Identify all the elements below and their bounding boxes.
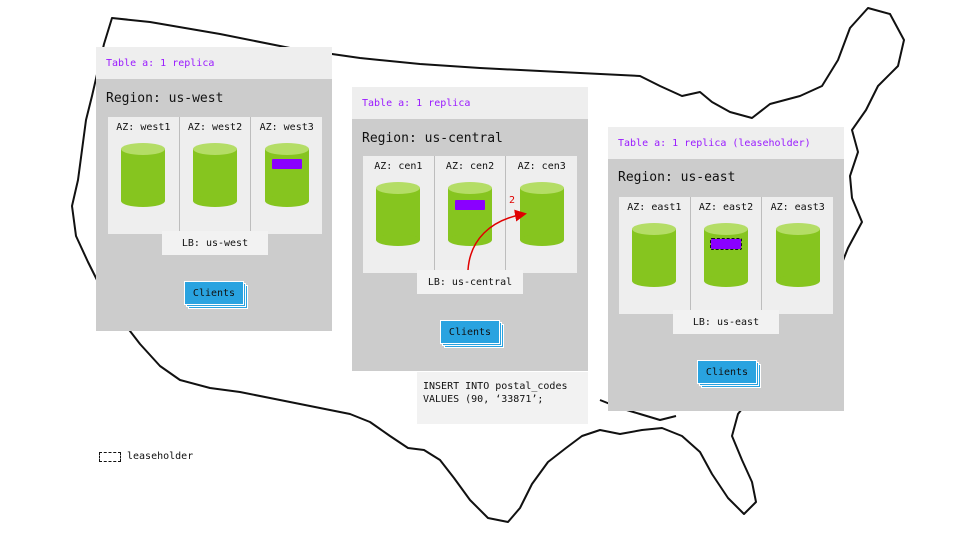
az-cen2: AZ: cen2 [435,156,507,273]
node-cylinder [193,143,237,207]
clients-label: Clients [184,281,244,305]
clients-label: Clients [440,320,500,344]
arrow-step-label: 2 [509,195,516,206]
node-cylinder [775,223,820,287]
az-label: AZ: west3 [259,122,314,133]
node-cylinder [376,182,421,246]
clients-label: Clients [697,360,757,384]
az-label: AZ: east2 [698,202,754,213]
clients-stack[interactable]: Clients [440,320,504,348]
legend: leaseholder [99,451,193,462]
region-us-west: Table a: 1 replica Region: us-west AZ: w… [96,47,332,331]
az-cen3: AZ: cen3 [506,156,577,273]
az-label: AZ: east3 [770,202,825,213]
node-cylinder [448,182,492,246]
legend-label: leaseholder [127,451,194,462]
az-label: AZ: cen1 [374,161,423,172]
load-balancer: LB: us-central [417,270,523,294]
az-west2: AZ: west2 [180,117,252,234]
node-cylinder [632,223,677,287]
node-cylinder [264,143,309,207]
az-east1: AZ: east1 [619,197,691,314]
sql-statement: INSERT INTO postal_codes VALUES (90, ‘33… [417,372,588,424]
region-title: Region: us-central [362,131,503,146]
az-west3: AZ: west3 [251,117,322,234]
az-label: AZ: cen2 [445,161,495,172]
az-label: AZ: east1 [627,202,682,213]
az-label: AZ: west1 [116,122,171,133]
region-us-east: Table a: 1 replica (leaseholder) Region:… [608,127,844,411]
az-row: AZ: cen1 AZ: cen2 AZ: cen3 [363,156,577,273]
az-east2: AZ: east2 [691,197,763,314]
leaseholder-legend-swatch [99,451,121,462]
az-west1: AZ: west1 [108,117,180,234]
az-row: AZ: east1 AZ: east2 AZ: east3 [619,197,833,314]
clients-stack[interactable]: Clients [184,281,248,309]
node-cylinder [519,182,564,246]
az-east3: AZ: east3 [762,197,833,314]
replica-marker [455,200,485,210]
load-balancer: LB: us-east [673,310,779,334]
table-replica-label: Table a: 1 replica [352,87,588,119]
table-replica-label: Table a: 1 replica [96,47,332,79]
leaseholder-replica-marker [710,238,742,250]
replica-marker [271,159,302,169]
node-cylinder [121,143,166,207]
clients-stack[interactable]: Clients [697,360,761,388]
region-us-central: Table a: 1 replica Region: us-central AZ… [352,87,588,371]
load-balancer: LB: us-west [162,231,268,255]
node-cylinder [704,223,748,287]
az-row: AZ: west1 AZ: west2 AZ: west3 [108,117,322,234]
region-title: Region: us-east [618,170,736,185]
region-title: Region: us-west [106,91,224,106]
az-cen1: AZ: cen1 [363,156,435,273]
az-label: AZ: cen3 [517,161,566,172]
table-replica-label: Table a: 1 replica (leaseholder) [608,127,844,159]
az-label: AZ: west2 [187,122,243,133]
